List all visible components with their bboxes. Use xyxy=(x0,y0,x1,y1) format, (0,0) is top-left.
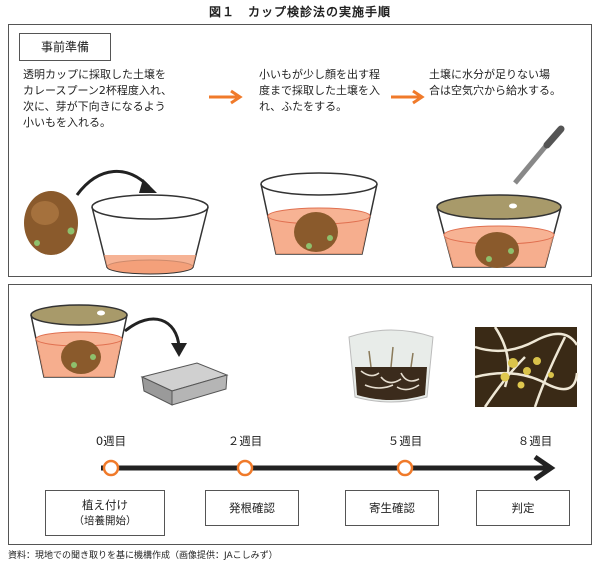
timeline-arrow xyxy=(101,454,556,482)
step-1-text: 透明カップに採取した土壌を カレースプーン2杯程度入れ、 次に、芽が下向きになる… xyxy=(23,68,173,129)
root-cup-photo xyxy=(341,327,441,407)
step-2-illustration xyxy=(260,172,378,255)
seed-potato-icon xyxy=(24,191,78,255)
stage-box-parasitism: 寄生確認 xyxy=(345,490,439,526)
tray-icon xyxy=(140,362,229,406)
stage-box-rooting: 発根確認 xyxy=(205,490,299,526)
source-note: 資料：現地での聞き取りを基に機構作成（画像提供：JAこしみず） xyxy=(8,551,278,561)
curved-arrow-icon xyxy=(75,170,151,196)
step-3-illustration xyxy=(436,125,565,268)
incubation-illustration xyxy=(30,304,229,406)
cup-lid-icon xyxy=(260,172,378,196)
cup-icon xyxy=(30,304,128,378)
timeline-marker xyxy=(236,459,254,477)
preparation-label: 事前準備 xyxy=(19,33,111,61)
week-label: ８週目 xyxy=(517,434,553,448)
step-3-text: 土壌に水分が足りない場 合は空気穴から給水する。 xyxy=(429,68,561,97)
figure-title: 図１ カップ検診法の実施手順 xyxy=(208,5,391,19)
step-1-illustration xyxy=(24,170,209,275)
week-label: 0週目 xyxy=(95,434,127,448)
cup-lid-icon xyxy=(436,194,562,220)
nematode-closeup-photo xyxy=(474,326,579,408)
cup-lid-icon xyxy=(30,304,128,326)
seed-potato-icon xyxy=(61,340,101,374)
step-arrow-icon xyxy=(391,89,425,105)
timeline-panel: 0週目 ２週目 ５週目 ８週目 植え付け （培養開始） 発根確認 寄生確認 判定 xyxy=(8,284,592,545)
timeline-marker xyxy=(102,459,120,477)
stage-box-planting: 植え付け （培養開始） xyxy=(45,490,165,536)
stage-box-judgement: 判定 xyxy=(476,490,570,526)
week-label: ５週目 xyxy=(387,434,423,448)
step-arrow-icon xyxy=(209,89,243,105)
cup-icon xyxy=(91,194,209,275)
preparation-panel: 事前準備 透明カップに採取した土壌を カレースプーン2杯程度入れ、 次に、芽が下… xyxy=(8,24,592,277)
step-2-text: 小いもが少し顔を出す程 度まで採取した土壌を入 れ、ふたをする。 xyxy=(259,68,380,113)
week-label: ２週目 xyxy=(227,434,263,448)
seed-potato-icon xyxy=(294,212,338,252)
curved-arrow-icon xyxy=(124,317,181,348)
timeline-marker xyxy=(396,459,414,477)
